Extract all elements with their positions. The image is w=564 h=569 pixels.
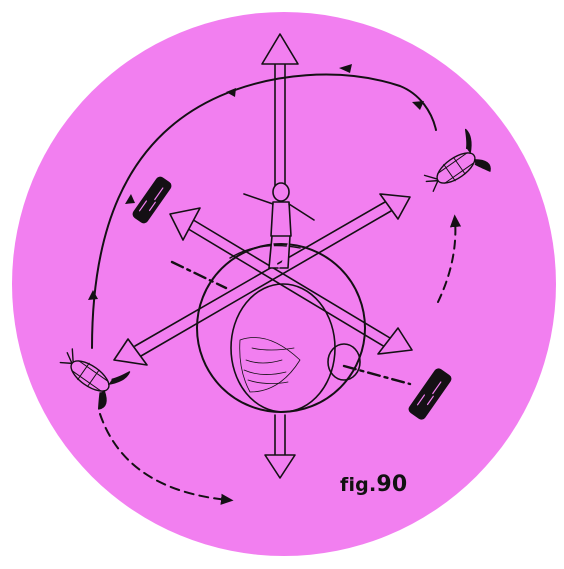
log-icon	[408, 368, 452, 420]
orbit-arrowheads	[88, 64, 424, 300]
dash-dot-line-left	[170, 260, 228, 290]
sphere-icon	[196, 243, 366, 413]
axis-arrow-diagonal-a	[169, 207, 413, 355]
orbit-path	[91, 73, 437, 349]
dashed-path-right	[437, 214, 462, 303]
lobster-icon	[423, 128, 491, 192]
axis-arrow-diagonal-b	[113, 193, 411, 366]
figure-label: fig.	[340, 474, 377, 496]
dashed-path-bottom	[99, 413, 234, 505]
dash-dot-line-right	[342, 364, 412, 386]
figure-number: 90	[376, 472, 408, 497]
figure-caption: fig.90	[340, 472, 407, 497]
log-icon	[132, 176, 172, 224]
lobster-icon	[59, 348, 131, 410]
human-figure-icon	[243, 182, 315, 269]
